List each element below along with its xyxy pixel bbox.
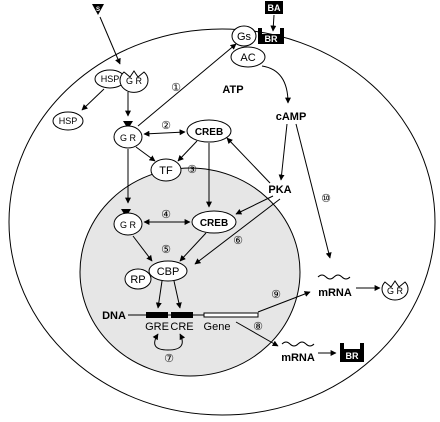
rp-node — [124, 268, 152, 290]
gene-element — [203, 312, 259, 318]
tf-node — [150, 158, 182, 182]
gre-label: GRE — [145, 321, 169, 333]
gr-cyto — [113, 125, 143, 149]
gr-nuc — [113, 212, 143, 236]
steroid-cyto — [123, 121, 133, 129]
steroid-top-label: S — [96, 7, 100, 13]
gr-free-label: G R — [126, 76, 143, 86]
step-4: ④ — [161, 209, 171, 221]
pka-label: PKA — [268, 184, 291, 196]
creb-nuc-label: CREB — [200, 218, 228, 229]
gr-right-label: G R — [387, 286, 404, 296]
cbp-label: CBP — [157, 266, 180, 278]
hsp-free — [52, 111, 84, 131]
br-top-label: BR — [265, 34, 278, 44]
creb-cyto — [186, 119, 232, 143]
gs-node — [231, 25, 257, 47]
step-10: ⑩ — [321, 193, 331, 205]
step-8: ⑧ — [253, 321, 263, 333]
step-3: ③ — [187, 164, 197, 176]
gr-cyto-label: G R — [120, 133, 137, 143]
ac-label: AC — [240, 52, 255, 64]
ac-node — [230, 46, 266, 68]
mrna-bottom-label: mRNA — [281, 352, 315, 364]
gs-label: Gs — [237, 31, 252, 43]
step-1: ① — [171, 82, 181, 94]
hsp-bound-label: HSP — [101, 74, 120, 84]
gr-free — [119, 70, 149, 93]
hsp-free-label: HSP — [59, 116, 78, 126]
ba-box — [265, 1, 283, 14]
gre-element — [146, 312, 168, 318]
steroid-top — [92, 4, 104, 15]
step-7: ⑦ — [164, 353, 174, 365]
mrna-right-label: mRNA — [318, 287, 352, 299]
creb-nuc — [191, 210, 237, 234]
dna-label: DNA — [102, 310, 126, 322]
cre-label: CRE — [170, 321, 193, 333]
step-2: ② — [161, 120, 171, 132]
cre-element — [171, 312, 193, 318]
br-bottom-label: BR — [346, 351, 359, 361]
beta-receptor-bottom — [340, 343, 364, 362]
atp-label: ATP — [222, 84, 243, 96]
gene-label: Gene — [204, 321, 231, 333]
creb-cyto-label: CREB — [195, 127, 223, 138]
ba-label: BA — [268, 3, 281, 13]
rp-label: RP — [130, 274, 145, 286]
tf-label: TF — [159, 165, 173, 177]
step-5: ⑤ — [161, 244, 171, 256]
cbp-node — [148, 260, 188, 282]
beta-receptor-top — [258, 28, 284, 44]
mrna-right-wave — [317, 274, 351, 280]
gr-nuc-label: G R — [120, 220, 137, 230]
step-6: ⑥ — [233, 235, 243, 247]
mrna-bottom-wave — [281, 341, 315, 347]
gr-right — [381, 280, 409, 301]
step-9: ⑨ — [271, 289, 281, 301]
camp-label: cAMP — [276, 111, 307, 123]
